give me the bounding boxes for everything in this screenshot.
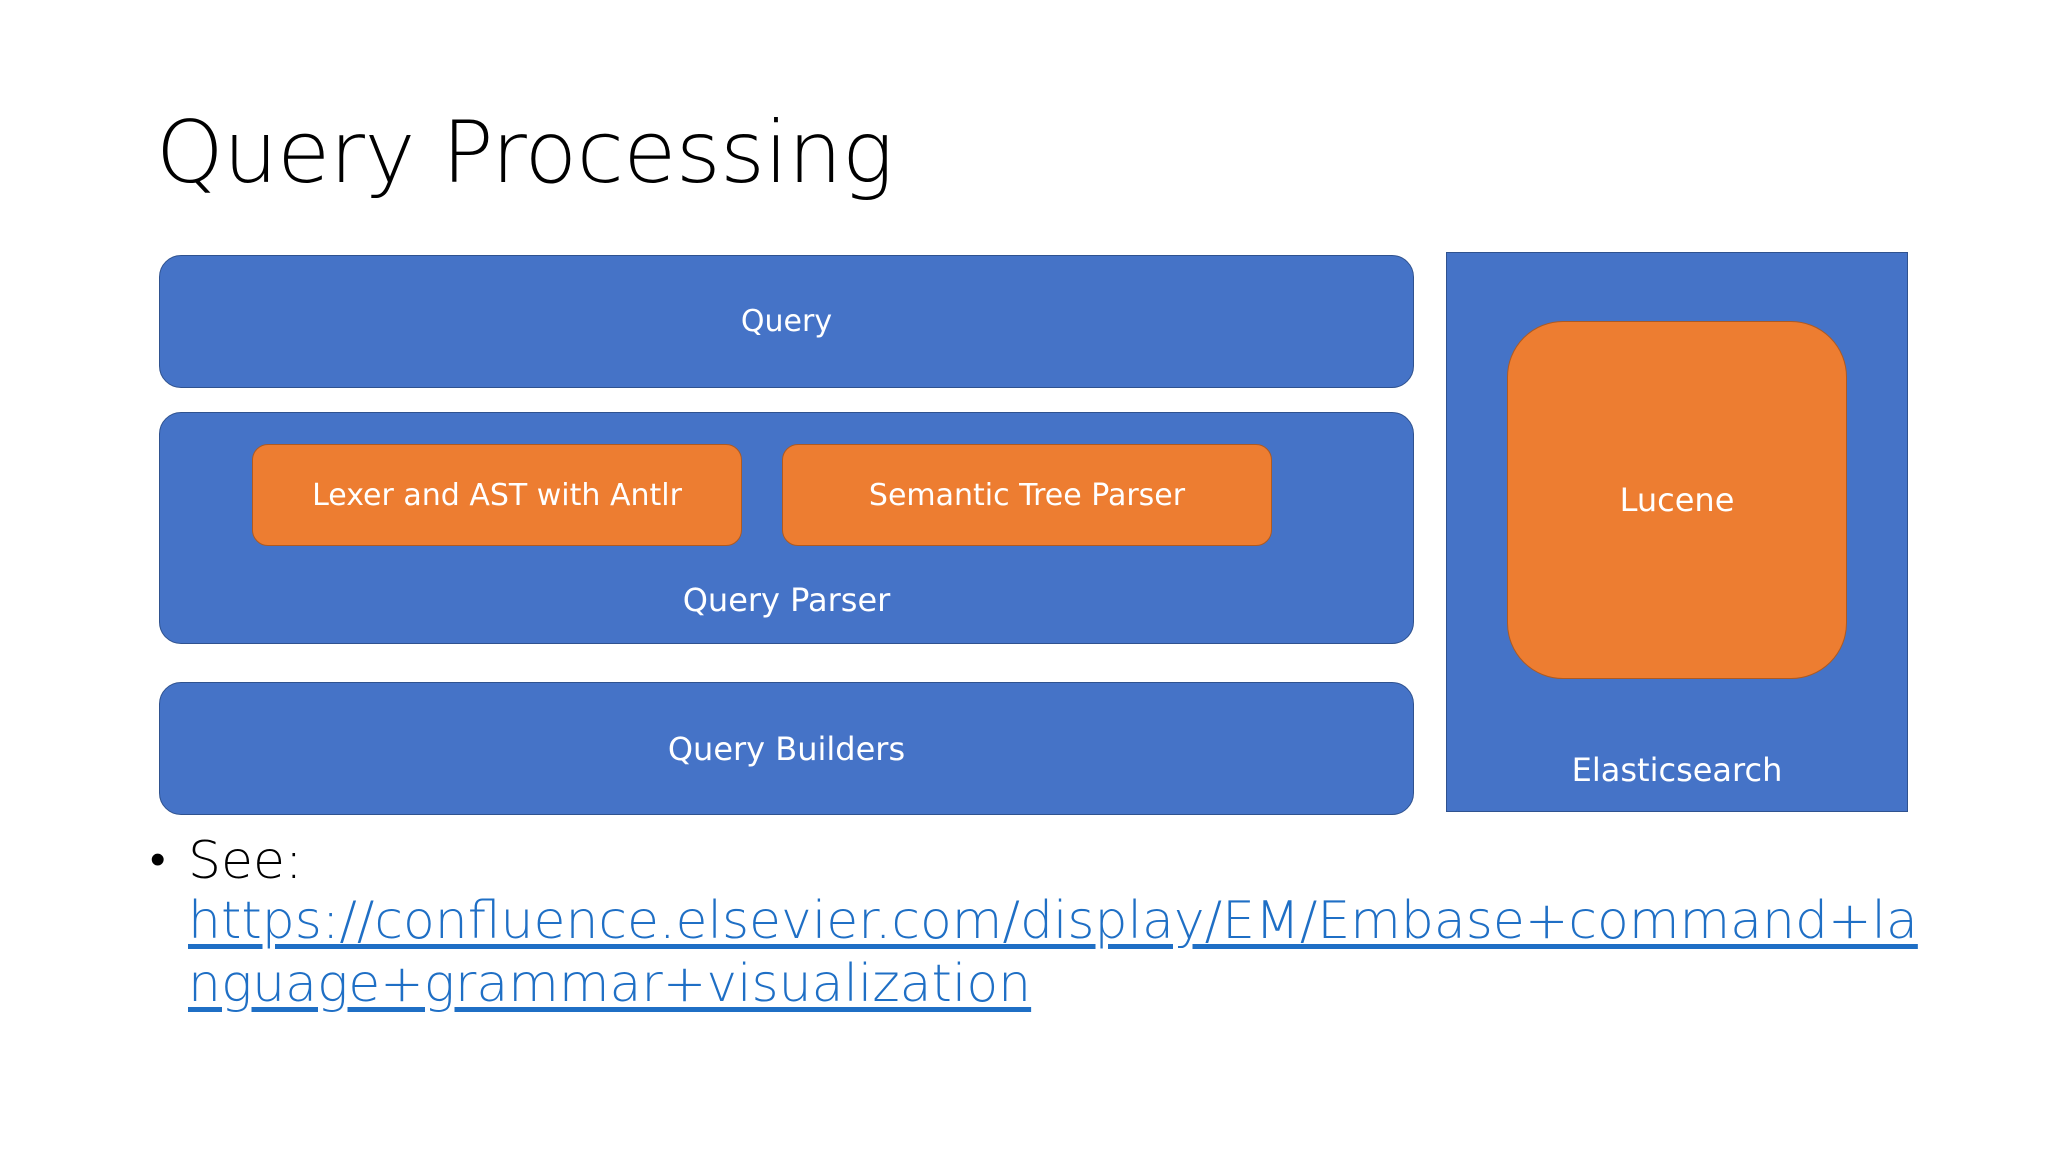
elasticsearch-panel[interactable]: Lucene Elasticsearch: [1446, 252, 1908, 812]
semantic-tree-parser-box[interactable]: Semantic Tree Parser: [782, 444, 1272, 546]
lexer-and-ast-box[interactable]: Lexer and AST with Antlr: [252, 444, 742, 546]
page-title: Query Processing: [156, 103, 893, 203]
lucene-label: Lucene: [1619, 481, 1735, 519]
see-label: See:: [188, 831, 303, 891]
query-parser-label: Query Parser: [682, 581, 891, 619]
query-box-label: Query: [740, 304, 833, 339]
semantic-tree-parser-label: Semantic Tree Parser: [868, 477, 1186, 513]
elasticsearch-label: Elasticsearch: [1571, 751, 1783, 789]
query-builders-label: Query Builders: [667, 729, 906, 768]
bullet-marker-icon: •: [150, 834, 166, 885]
list-item: • See: https://confluence.elsevier.com/d…: [150, 832, 1930, 1015]
body-text-block: • See: https://confluence.elsevier.com/d…: [150, 832, 1930, 1015]
lucene-box[interactable]: Lucene: [1507, 321, 1847, 679]
bullet-content: See: https://confluence.elsevier.com/dis…: [188, 832, 1930, 1015]
query-parser-box[interactable]: Lexer and AST with Antlr Semantic Tree P…: [159, 412, 1414, 644]
query-box[interactable]: Query: [159, 255, 1414, 388]
lexer-and-ast-label: Lexer and AST with Antlr: [312, 477, 682, 513]
confluence-url-link[interactable]: https://confluence.elsevier.com/display/…: [188, 891, 1918, 1014]
query-builders-box[interactable]: Query Builders: [159, 682, 1414, 815]
